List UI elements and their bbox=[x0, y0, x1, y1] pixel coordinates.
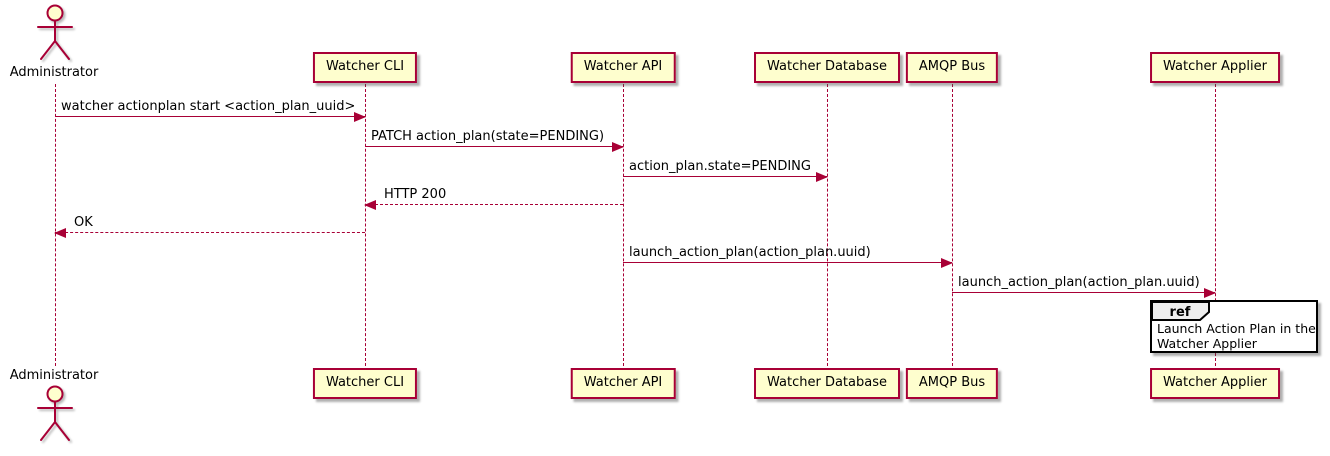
lifeline-watcher-api bbox=[623, 84, 624, 366]
message-line bbox=[623, 176, 827, 177]
ref-fragment: ref Launch Action Plan in the Watcher Ap… bbox=[1150, 300, 1318, 353]
message-line bbox=[55, 116, 365, 117]
message-label: HTTP 200 bbox=[384, 187, 447, 202]
arrowhead-left-icon bbox=[364, 200, 376, 210]
arrowhead-right-icon bbox=[354, 112, 366, 122]
participant-watcher-cli-top: Watcher CLI bbox=[312, 52, 418, 83]
actor-person-icon bbox=[37, 385, 73, 441]
message-patch-action-plan: PATCH action_plan(state=PENDING) bbox=[365, 127, 624, 152]
ref-text-line-2: Watcher Applier bbox=[1157, 336, 1257, 351]
lifeline-watcher-cli bbox=[365, 84, 366, 366]
message-line bbox=[365, 146, 623, 147]
participant-amqp-bus-top: AMQP Bus bbox=[905, 52, 999, 83]
arrowhead-left-icon bbox=[54, 228, 66, 238]
message-line bbox=[623, 262, 952, 263]
lifeline-administrator bbox=[55, 84, 56, 366]
ref-text-line-1: Launch Action Plan in the bbox=[1157, 321, 1316, 336]
actor-label-bottom: Administrator bbox=[9, 368, 99, 383]
message-launch-action-plan-amqp: launch_action_plan(action_plan.uuid) bbox=[623, 243, 953, 268]
message-ok: OK bbox=[54, 213, 365, 238]
message-label: action_plan.state=PENDING bbox=[629, 159, 811, 174]
message-label: OK bbox=[74, 215, 93, 230]
participant-watcher-api-top: Watcher API bbox=[570, 52, 676, 83]
message-line bbox=[365, 204, 623, 205]
actor-label-top: Administrator bbox=[9, 65, 99, 80]
ref-text: Launch Action Plan in the Watcher Applie… bbox=[1157, 321, 1316, 351]
message-line bbox=[952, 292, 1215, 293]
participant-watcher-api-bottom: Watcher API bbox=[570, 368, 676, 399]
message-label: launch_action_plan(action_plan.uuid) bbox=[958, 275, 1200, 290]
actor-person-icon bbox=[37, 4, 73, 60]
participant-watcher-cli-bottom: Watcher CLI bbox=[312, 368, 418, 399]
participant-watcher-applier-top: Watcher Applier bbox=[1150, 52, 1280, 83]
participant-amqp-bus-bottom: AMQP Bus bbox=[905, 368, 999, 399]
message-http-200: HTTP 200 bbox=[364, 185, 623, 210]
message-actionplan-start: watcher actionplan start <action_plan_uu… bbox=[55, 97, 366, 122]
message-label: watcher actionplan start <action_plan_uu… bbox=[61, 99, 356, 114]
message-line bbox=[55, 232, 365, 233]
message-state-pending: action_plan.state=PENDING bbox=[623, 157, 828, 182]
arrowhead-right-icon bbox=[612, 142, 624, 152]
message-label: launch_action_plan(action_plan.uuid) bbox=[629, 245, 871, 260]
message-launch-action-plan-applier: launch_action_plan(action_plan.uuid) bbox=[952, 273, 1216, 298]
arrowhead-right-icon bbox=[816, 172, 828, 182]
ref-tab: ref bbox=[1151, 301, 1210, 321]
participant-watcher-database-top: Watcher Database bbox=[754, 52, 900, 83]
arrowhead-right-icon bbox=[941, 258, 953, 268]
participant-watcher-database-bottom: Watcher Database bbox=[754, 368, 900, 399]
lifeline-amqp-bus bbox=[952, 84, 953, 366]
arrowhead-right-icon bbox=[1204, 288, 1216, 298]
lifeline-watcher-applier bbox=[1215, 84, 1216, 366]
participant-watcher-applier-bottom: Watcher Applier bbox=[1150, 368, 1280, 399]
lifeline-watcher-database bbox=[827, 84, 828, 366]
message-label: PATCH action_plan(state=PENDING) bbox=[371, 129, 605, 144]
ref-keyword: ref bbox=[1170, 305, 1191, 320]
